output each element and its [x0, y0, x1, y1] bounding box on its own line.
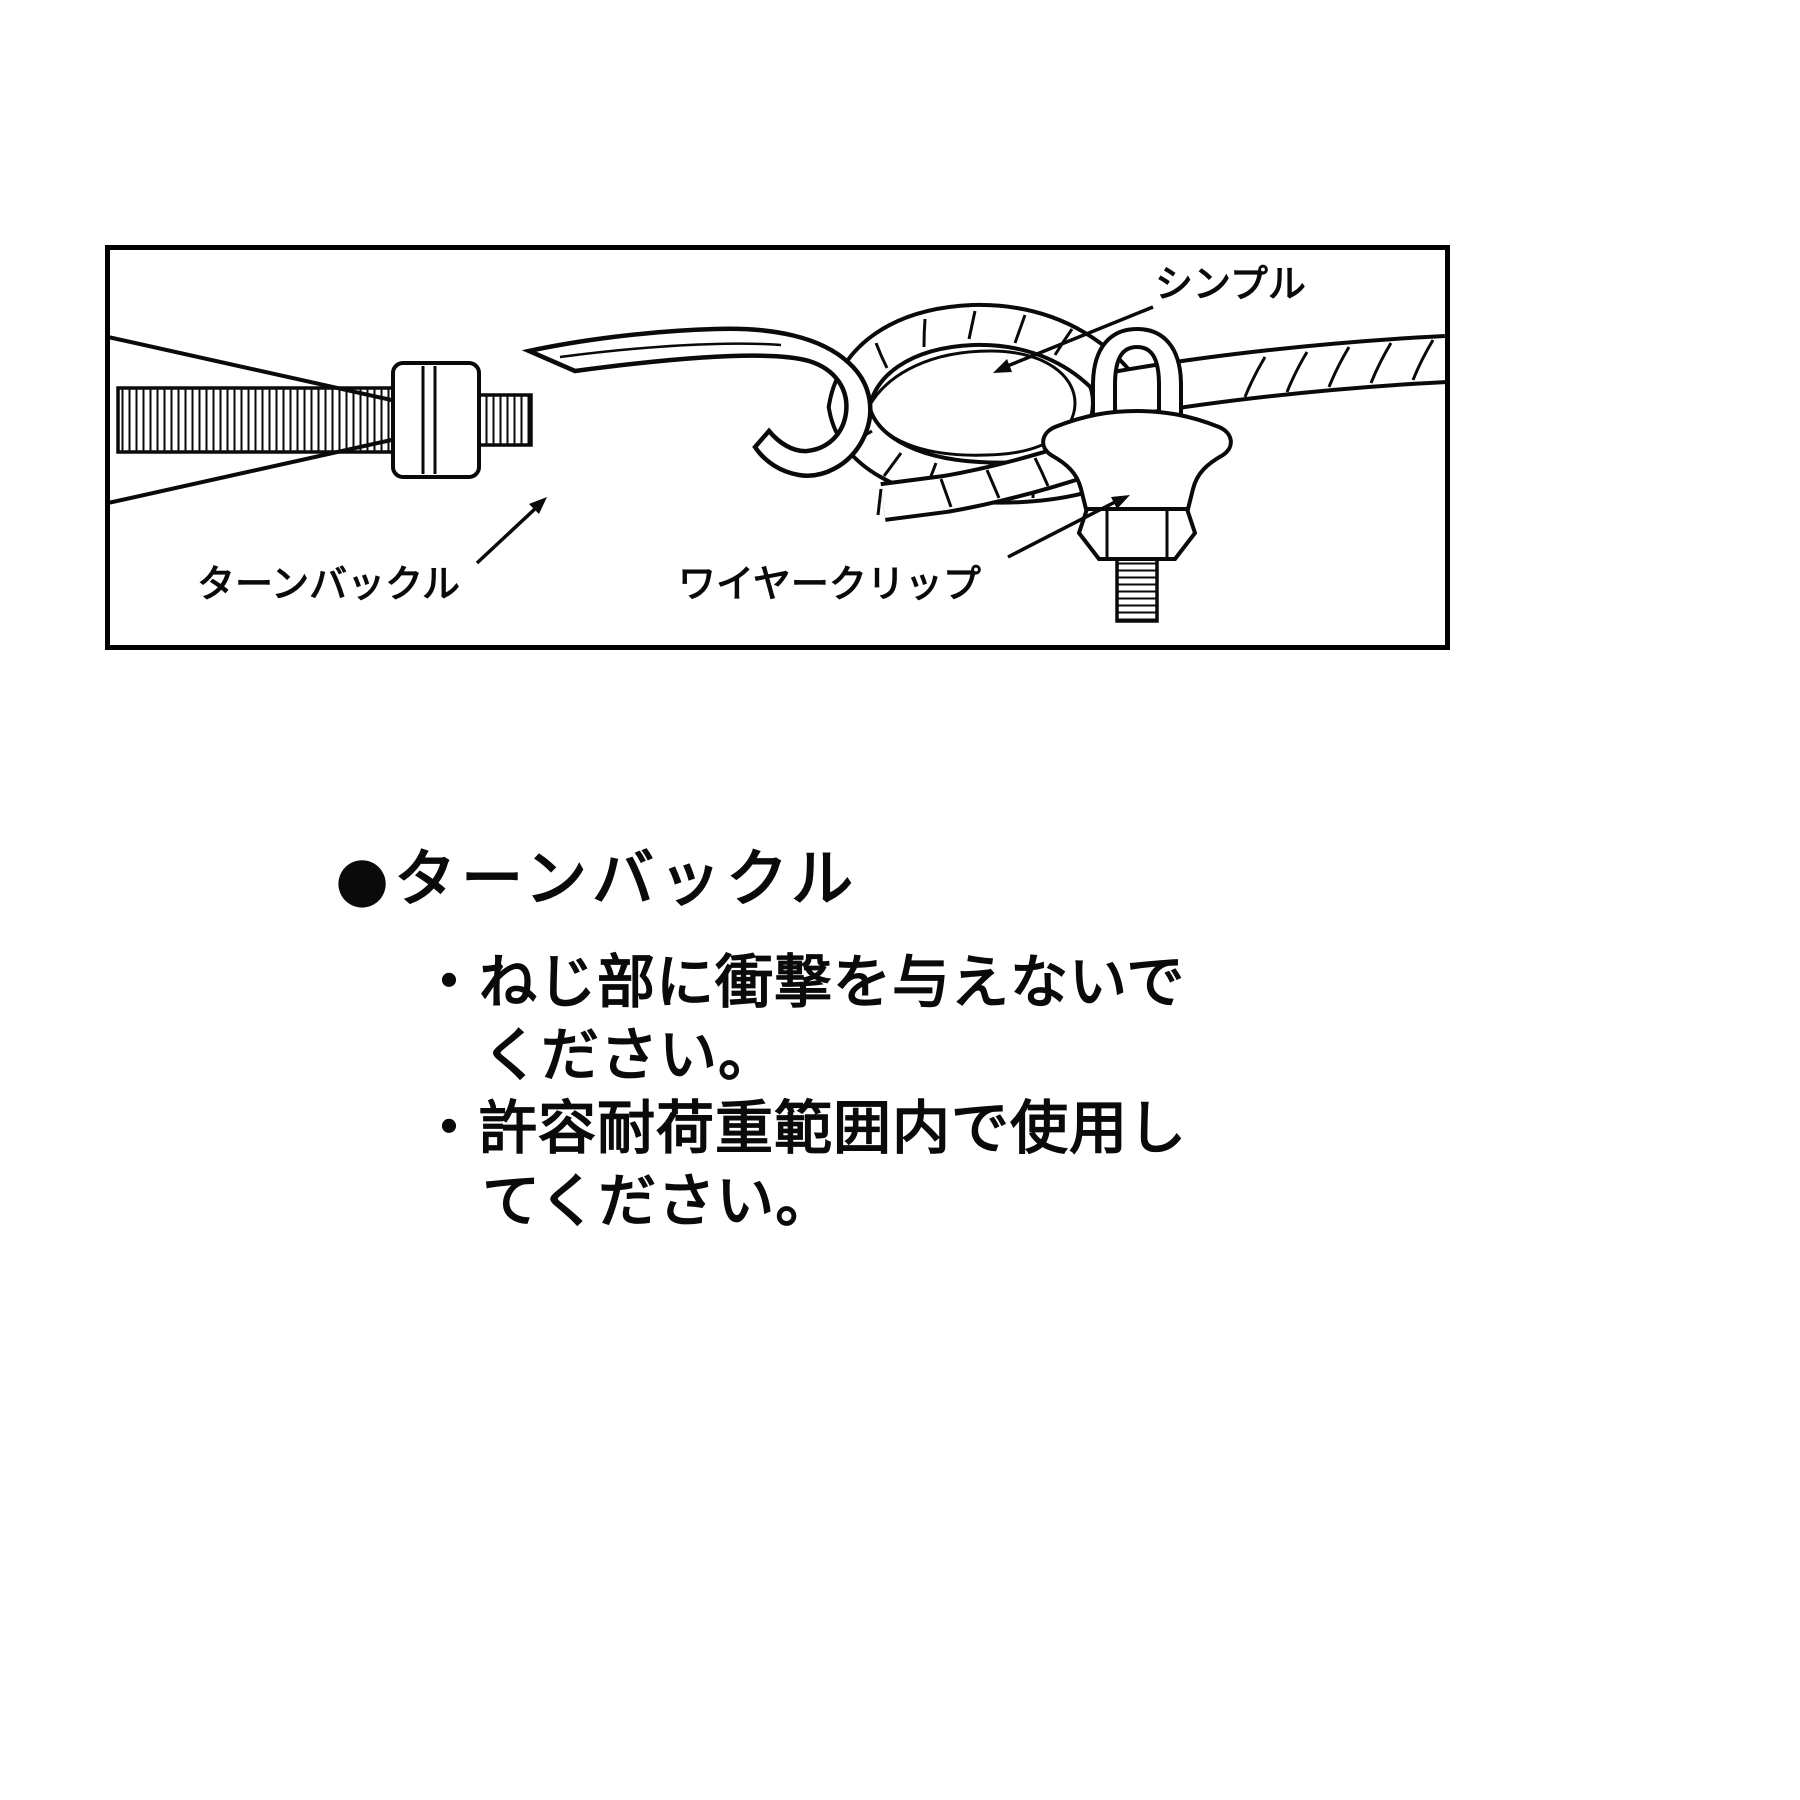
thimble-arrowhead [993, 359, 1012, 373]
callouts: シンプル ターンバックル ワイヤークリップ [197, 262, 1306, 606]
turnbuckle-hook [521, 326, 873, 478]
turnbuckle-drawing [106, 334, 533, 506]
clip-saddle [1041, 408, 1233, 511]
threaded-stub [475, 393, 533, 447]
note-line-4: てください。 [482, 1167, 835, 1235]
wire-clip-arrowhead [1111, 495, 1130, 509]
turnbuckle-arrow [475, 505, 539, 565]
note-line-3: ・許容耐荷重範囲内で使用し [420, 1094, 1188, 1162]
wire-clip [1041, 326, 1233, 623]
notes-list: ・ねじ部に衝撃を与えないで ください。 ・許容耐荷重範囲内で使用し てください。 [420, 946, 1187, 1238]
assembly-diagram: シンプル ターンバックル ワイヤークリップ [105, 245, 1450, 650]
rope-end-cut [876, 488, 883, 516]
clip-hex-nut [1076, 507, 1198, 561]
thimble-label: シンプル [1155, 262, 1306, 306]
note-line-2: ください。 [482, 1021, 778, 1089]
note-line-1: ・ねじ部に衝撃を与えないで [420, 948, 1186, 1016]
diagram-panel: シンプル ターンバックル ワイヤークリップ [105, 245, 1450, 650]
section-heading: ●ターンバックル [335, 842, 859, 915]
panel-border [105, 245, 1450, 650]
wire-clip-label: ワイヤークリップ [678, 562, 981, 606]
thimble-arrow [1004, 305, 1154, 369]
turnbuckle-label: ターンバックル [197, 562, 460, 606]
turnbuckle-threaded-rod [116, 386, 399, 454]
clip-threaded-stud [1115, 557, 1159, 623]
wire-clip-arrow [1007, 499, 1118, 559]
turnbuckle-arrowhead [529, 497, 547, 514]
